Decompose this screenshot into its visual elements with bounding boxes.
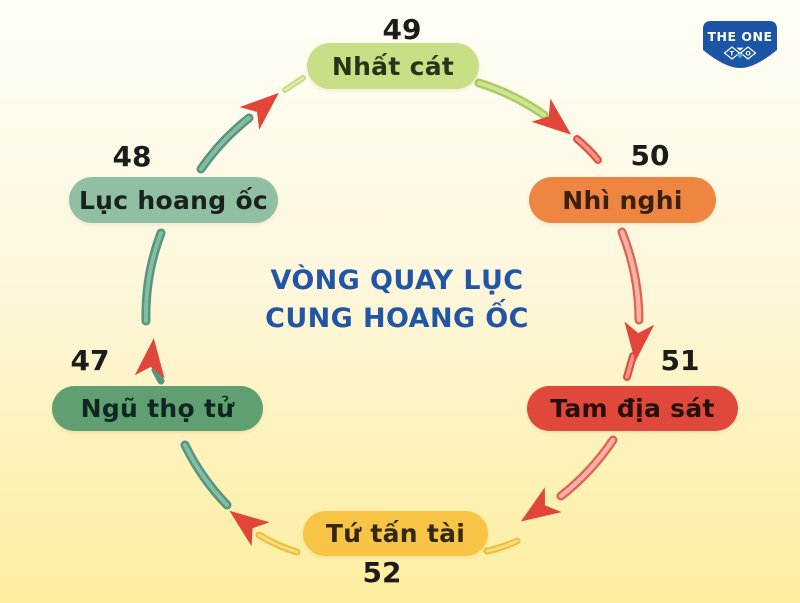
arrow-head-icon bbox=[134, 338, 165, 379]
arc-top-right-highlight bbox=[477, 81, 546, 117]
logo-top-triangle-icon bbox=[736, 47, 744, 51]
node-number-50: 50 bbox=[630, 139, 670, 172]
arrow-head-icon bbox=[624, 321, 655, 362]
arc-bottom-left-highlight bbox=[183, 443, 229, 507]
the-one-logo: THE ONE T O bbox=[703, 21, 777, 68]
arc-right-highlight bbox=[619, 229, 642, 323]
arrow-head-icon bbox=[229, 510, 270, 547]
node-number-47: 47 bbox=[70, 344, 110, 377]
node-number-51: 51 bbox=[660, 344, 700, 377]
dash-top-right-highlight bbox=[575, 137, 600, 162]
logo-badge-shape bbox=[703, 21, 777, 68]
diagram-title-line1: VÒNG QUAY LỤC bbox=[270, 265, 524, 296]
dash-top-left-highlight bbox=[283, 76, 305, 92]
arrow-head-icon bbox=[520, 487, 562, 522]
node-pill-tam-dia-sat: Tam địa sát bbox=[527, 386, 738, 431]
node-number-49: 49 bbox=[382, 13, 422, 46]
logo-diamond-left-icon bbox=[723, 46, 741, 60]
arc-left-highlight bbox=[143, 231, 163, 323]
node-pill-nhat-cat: Nhất cát bbox=[307, 43, 479, 89]
diagram-title-line2: CUNG HOANG ỐC bbox=[265, 303, 529, 334]
arc-top-left-highlight bbox=[199, 116, 251, 171]
logo-bottom-triangle-icon bbox=[736, 54, 744, 59]
node-number-48: 48 bbox=[112, 140, 152, 173]
node-pill-ngu-tho-tu: Ngũ thọ tử bbox=[52, 386, 263, 431]
tail-left bbox=[151, 366, 165, 385]
arrow-head-icon bbox=[239, 92, 279, 130]
node-pill-luc-hoang-oc: Lục hoang ốc bbox=[69, 177, 278, 223]
arc-bottom-right-highlight bbox=[558, 437, 616, 499]
node-pill-nhi-nghi: Nhì nghi bbox=[529, 177, 716, 223]
logo-monogram-o: O bbox=[745, 50, 751, 58]
arrow-head-icon bbox=[531, 98, 572, 135]
dash-bottom-left-highlight bbox=[257, 533, 299, 554]
logo-text: THE ONE bbox=[707, 29, 772, 44]
logo-diamond-right-icon bbox=[739, 46, 757, 60]
diagram-title: VÒNG QUAY LỤC CUNG HOANG ỐC bbox=[222, 262, 572, 338]
dash-right-highlight bbox=[625, 354, 635, 379]
dash-bottom-right-highlight bbox=[485, 539, 519, 553]
logo-monogram-t: T bbox=[730, 50, 735, 58]
node-number-52: 52 bbox=[362, 556, 402, 589]
node-pill-tu-tan-tai: Tứ tấn tài bbox=[303, 511, 488, 556]
